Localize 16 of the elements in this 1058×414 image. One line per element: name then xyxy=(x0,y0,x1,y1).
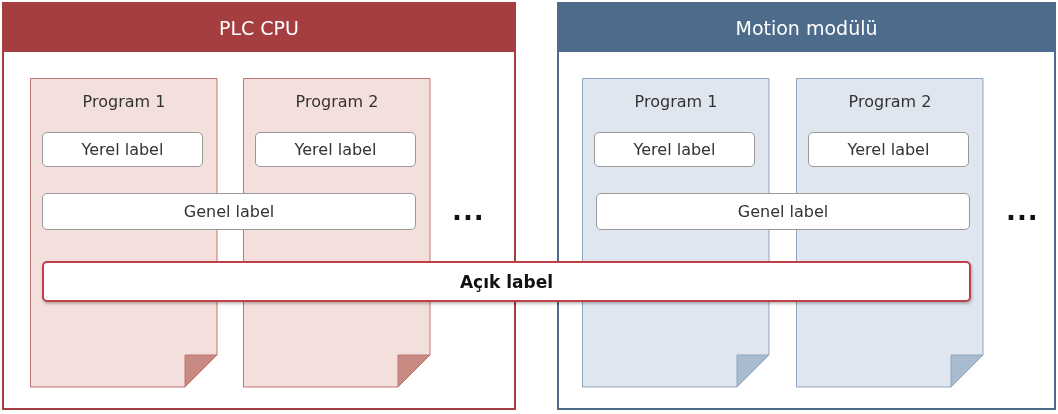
label-box: Yerel label xyxy=(808,132,969,167)
label-box: Yerel label xyxy=(594,132,755,167)
label-box: Yerel label xyxy=(255,132,416,167)
ellipsis-label: ... xyxy=(452,196,485,226)
program-title: Program 1 xyxy=(81,92,167,111)
ellipsis-label: ... xyxy=(1006,196,1039,226)
panel-title: Motion modülü xyxy=(559,4,1054,52)
module-panel xyxy=(557,2,1056,410)
label-box: Genel label xyxy=(596,193,970,230)
label-box: Yerel label xyxy=(42,132,203,167)
program-title: Program 2 xyxy=(294,92,380,111)
program-title: Program 2 xyxy=(847,92,933,111)
panel-title: PLC CPU xyxy=(4,4,514,52)
label-bar: Açık label xyxy=(42,261,971,302)
label-box: Genel label xyxy=(42,193,416,230)
program-title: Program 1 xyxy=(633,92,719,111)
